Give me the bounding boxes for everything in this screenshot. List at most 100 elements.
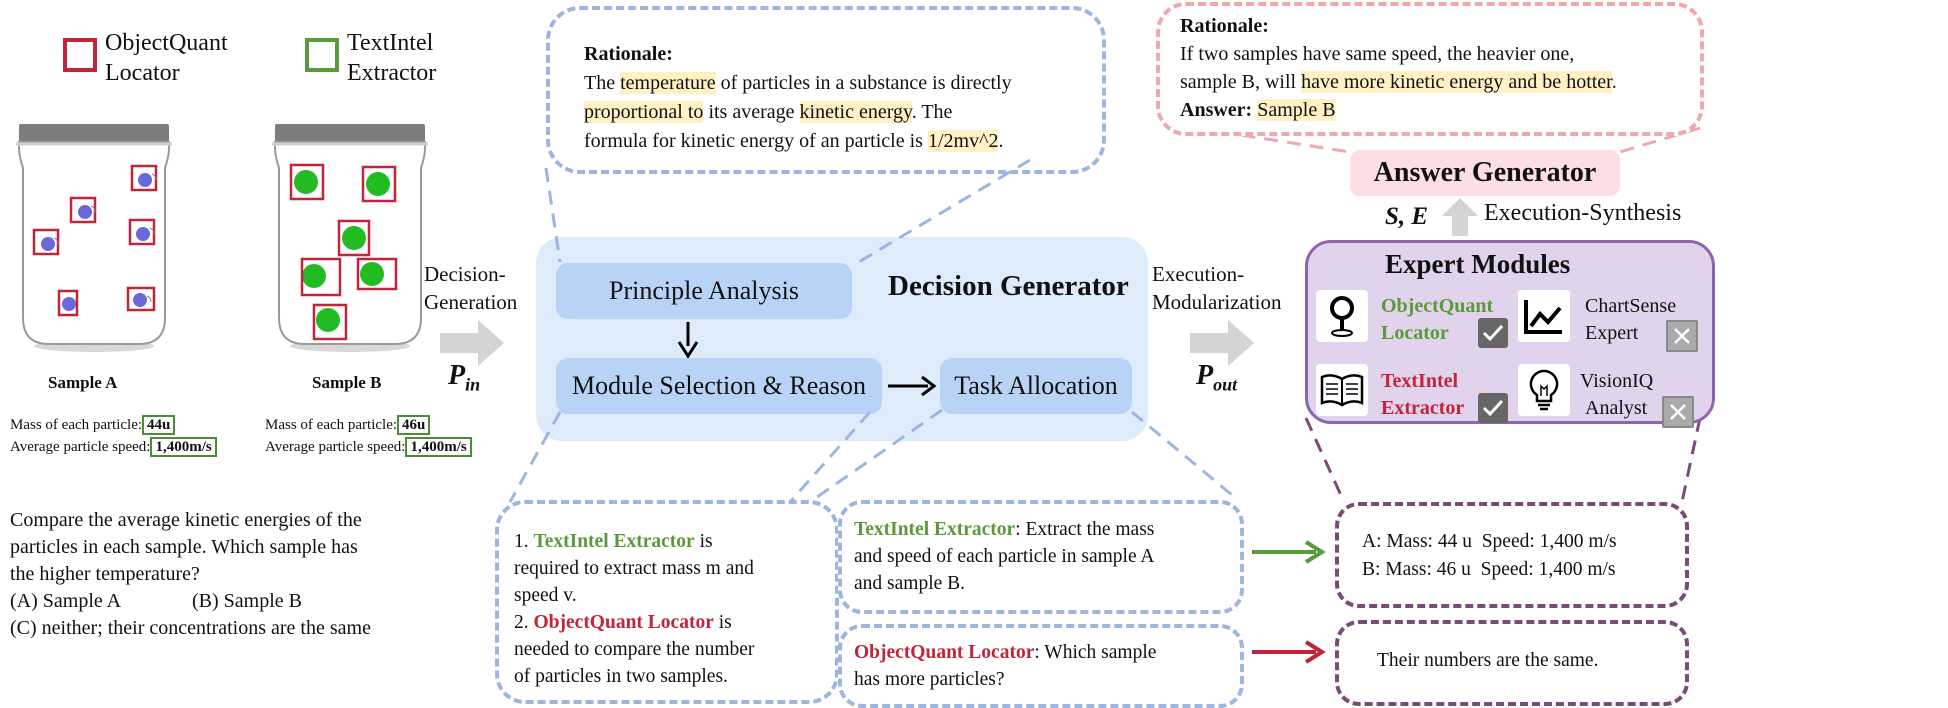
text: is <box>713 612 732 633</box>
p-subscript: out <box>1213 374 1238 395</box>
textintel-legend-swatch <box>305 38 339 72</box>
objectquant-legend-swatch <box>63 38 97 72</box>
highlight: 1/2mv^2 <box>927 130 999 152</box>
mass-label: Mass of each particle: <box>265 417 398 433</box>
module-name: TextIntel Extractor <box>533 531 695 552</box>
speed-label: Average particle speed: <box>10 439 151 455</box>
option-a: (A) Sample A <box>10 590 122 612</box>
speed-value: 1,400m/s <box>405 437 472 457</box>
num: 1. <box>514 531 534 552</box>
rationale-line: formula for kinetic energy of an particl… <box>584 127 1104 156</box>
result-box-objectquant <box>1335 620 1689 706</box>
legend-label-line: TextIntel <box>347 30 434 56</box>
option-c: (C) neither; their concentrations are th… <box>10 617 371 639</box>
rationale-heading: Rationale: <box>584 43 673 65</box>
rationale-line: proportional to its average kinetic ener… <box>584 98 1104 127</box>
synthesis-label: Execution-Synthesis <box>1484 200 1682 226</box>
text: formula for kinetic energy of an particl… <box>584 130 928 152</box>
module-name: TextIntel Extractor <box>854 519 1016 540</box>
task-text-objectquant: ObjectQuant Locator: Which sample has mo… <box>854 639 1234 693</box>
sample-a-mass: Mass of each particle:44u <box>10 415 176 435</box>
legend-label-line: Locator <box>105 60 180 86</box>
arrow-label-line: Modularization <box>1152 290 1282 314</box>
result-text-textintel: A: Mass: 44 u Speed: 1,400 m/s B: Mass: … <box>1362 528 1617 584</box>
sample-b-jar <box>272 124 428 352</box>
speed-label: Average particle speed: <box>265 439 406 455</box>
arrow-label-line: Generation <box>424 290 518 314</box>
module-label-line: Analyst <box>1585 397 1648 419</box>
answer-value: Sample B <box>1257 99 1336 121</box>
text: . The <box>911 101 953 123</box>
sample-a-speed: Average particle speed:1,400m/s <box>10 437 217 457</box>
mass-value: 46u <box>397 415 431 435</box>
arrow-label-line: Execution- <box>1152 262 1245 286</box>
reason-line: speed v. <box>514 585 577 606</box>
task-line: ObjectQuant Locator: Which sample <box>854 639 1234 666</box>
rationale-line: The temperature of particles in a substa… <box>584 69 1104 98</box>
p-in-label: Pin <box>448 360 480 396</box>
objectquant-legend-label: ObjectQuant Locator <box>105 28 228 88</box>
decision-generator-title: Decision Generator <box>888 270 1129 302</box>
module-label-line: Extractor <box>1381 397 1465 419</box>
sample-b-mass: Mass of each particle:46u <box>265 415 431 435</box>
text: its average <box>703 101 800 123</box>
task-text-textintel: TextIntel Extractor: Extract the mass an… <box>854 516 1234 597</box>
lightbulb-icon <box>1518 364 1570 416</box>
task-line: has more particles? <box>854 669 1005 690</box>
module-name: ObjectQuant Locator <box>533 612 714 633</box>
task-allocation-node: Task Allocation <box>940 358 1132 414</box>
reason-box <box>495 500 839 704</box>
text: of particles in a substance is directly <box>715 72 1012 94</box>
expert-modules-title: Expert Modules <box>1385 249 1571 279</box>
task-box-objectquant <box>838 624 1244 708</box>
sample-a-jar <box>16 124 172 352</box>
result-line: B: Mass: 46 u Speed: 1,400 m/s <box>1362 559 1616 580</box>
text: : Extract the mass <box>1015 519 1155 540</box>
execution-modularization-label: Execution- Modularization <box>1152 260 1281 316</box>
task-box-textintel <box>838 500 1244 614</box>
sample-b-speed: Average particle speed:1,400m/s <box>265 437 472 457</box>
text: sample B, will <box>1180 71 1302 93</box>
highlight: kinetic energy <box>799 101 912 123</box>
result-line: A: Mass: 44 u Speed: 1,400 m/s <box>1362 531 1617 552</box>
line-chart-icon <box>1518 290 1570 342</box>
synthesis-arrow <box>1442 198 1478 236</box>
p-out-label: Pout <box>1196 360 1237 396</box>
result-text-objectquant: Their numbers are the same. <box>1377 650 1599 671</box>
execution-arrow <box>1190 320 1254 366</box>
legend-label-line: Extractor <box>347 60 437 86</box>
task-line: TextIntel Extractor: Extract the mass <box>854 516 1234 543</box>
module-label-line: ChartSense <box>1585 295 1677 317</box>
module-label-line: TextIntel <box>1381 370 1459 392</box>
reason-line: of particles in two samples. <box>514 666 728 687</box>
option-b: (B) Sample B <box>192 590 302 612</box>
text: The <box>584 72 621 94</box>
expert-modules-panel <box>1305 240 1715 424</box>
se-label: S, E <box>1385 203 1429 230</box>
checkmark-icon <box>1478 393 1508 423</box>
mass-label: Mass of each particle: <box>10 417 143 433</box>
task-line: and speed of each particle in sample A <box>854 546 1155 567</box>
locator-pin-icon <box>1316 290 1368 342</box>
rationale-answer-box <box>1156 2 1704 136</box>
rationale-heading: Rationale: <box>1180 15 1269 37</box>
highlight: proportional to <box>584 101 704 123</box>
module-label-line: Locator <box>1381 322 1449 344</box>
options-row: (A) Sample A (B) Sample B <box>10 588 440 615</box>
answer-line: Answer: Sample B <box>1180 96 1700 124</box>
highlight: temperature <box>620 72 716 94</box>
module-label-line: Expert <box>1585 322 1639 344</box>
module-selection-node: Module Selection & Reason <box>556 358 882 414</box>
checkmark-icon <box>1478 318 1508 348</box>
legend-label-line: ObjectQuant <box>105 30 228 56</box>
principle-analysis-node: Principle Analysis <box>556 263 852 319</box>
chartsense-module-label: ChartSense Expert <box>1585 293 1676 347</box>
num: 2. <box>514 612 534 633</box>
reason-line: required to extract mass m and <box>514 558 754 579</box>
x-mark-icon <box>1662 396 1694 428</box>
decision-generation-label: Decision- Generation <box>424 260 517 316</box>
text: . <box>1611 71 1617 93</box>
text: is <box>694 531 713 552</box>
mass-value: 44u <box>142 415 176 435</box>
question-line: particles in each sample. Which sample h… <box>10 536 358 558</box>
